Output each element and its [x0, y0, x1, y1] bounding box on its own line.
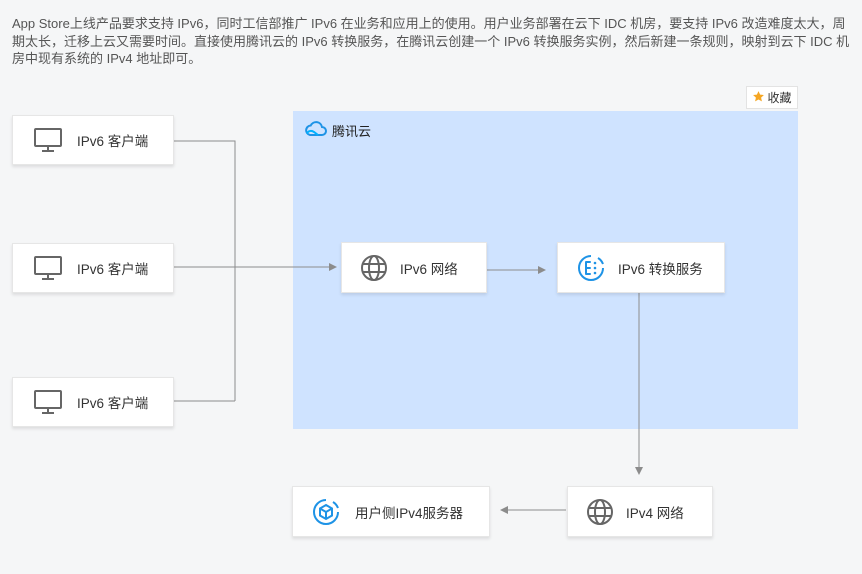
node-label: IPv6 转换服务 — [618, 261, 703, 277]
cloud-name: 腾讯云 — [332, 123, 372, 139]
node-label: IPv6 客户端 — [77, 134, 149, 149]
tencent-cloud-logo-icon — [304, 120, 328, 141]
node-label: IPv6 网络 — [400, 261, 458, 277]
monitor-icon — [33, 255, 63, 281]
ipv4-network-node[interactable]: IPv4 网络 — [567, 486, 713, 537]
star-icon — [752, 90, 765, 106]
ipv6-client-node-3[interactable]: IPv6 客户端 — [12, 377, 174, 427]
line-client1-bus — [173, 140, 236, 401]
ipv6-client-node-2[interactable]: IPv6 客户端 — [12, 243, 174, 293]
monitor-icon — [33, 389, 63, 415]
ipv6-translation-service-node[interactable]: IPv6 转换服务 — [557, 242, 725, 293]
favorite-label: 收藏 — [767, 91, 792, 105]
translation-service-icon — [576, 253, 606, 283]
node-label: 用户侧IPv4服务器 — [355, 505, 464, 521]
ipv6-network-node[interactable]: IPv6 网络 — [341, 242, 487, 293]
node-label: IPv4 网络 — [626, 505, 684, 521]
ipv6-client-node-1[interactable]: IPv6 客户端 — [12, 115, 174, 165]
node-label: IPv6 客户端 — [77, 396, 149, 411]
ipv4-server-node[interactable]: 用户侧IPv4服务器 — [292, 486, 490, 537]
favorite-button[interactable]: 收藏 — [746, 86, 798, 109]
monitor-icon — [33, 127, 63, 153]
node-label: IPv6 客户端 — [77, 262, 149, 277]
description-text: App Store上线产品要求支持 IPv6，同时工信部推广 IPv6 在业务和… — [12, 16, 850, 66]
server-cube-icon — [311, 497, 341, 527]
cloud-label: 腾讯云 — [304, 120, 371, 140]
globe-icon — [586, 498, 614, 526]
globe-icon — [360, 254, 388, 282]
